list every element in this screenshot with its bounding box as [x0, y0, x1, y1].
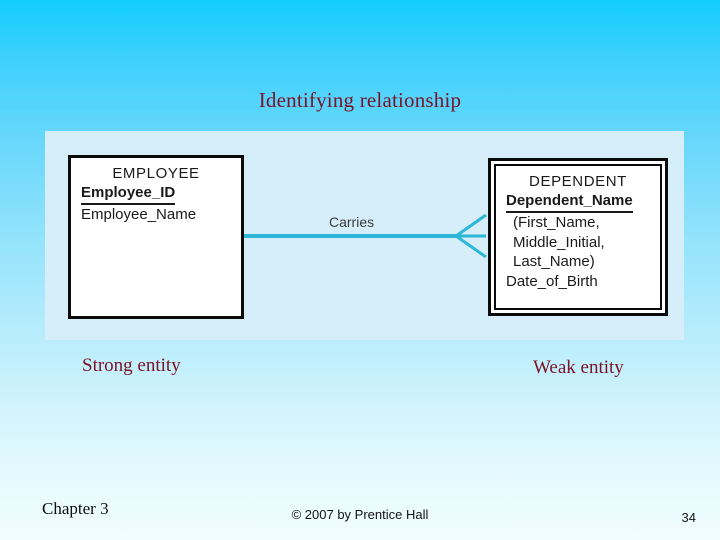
attribute-row: Last_Name) [506, 252, 660, 272]
entity-title-employee: EMPLOYEE [112, 165, 200, 182]
attribute-label: Employee_Name [81, 205, 197, 223]
caption-weak-entity: Weak entity [533, 357, 624, 378]
attribute-label: Last_Name) [513, 253, 595, 271]
attribute-row: Employee_Name [81, 205, 241, 225]
entity-title-dependent: DEPENDENT [529, 173, 627, 190]
footer-copyright: © 2007 by Prentice Hall [291, 507, 429, 522]
caption-strong-entity: Strong entity [82, 355, 181, 376]
attribute-row: Dependent_Name [506, 190, 660, 213]
attribute-row: Date_of_Birth [506, 272, 660, 292]
strong-entity-employee[interactable]: EMPLOYEE Employee_ID Employee_Name [68, 155, 244, 319]
footer-page-number: 34 [681, 510, 696, 525]
attribute-row: Employee_ID [81, 182, 241, 205]
relationship-label: Carries [329, 214, 375, 230]
footer-chapter: Chapter 3 [42, 499, 109, 518]
partial-identifier-attribute: Dependent_Name [506, 191, 633, 213]
attribute-label: Middle_Initial, [513, 233, 605, 251]
attribute-list-employee: Employee_ID Employee_Name [71, 182, 241, 225]
page-title: Identifying relationship [258, 88, 462, 112]
relationship-line [243, 234, 458, 238]
primary-key-attribute: Employee_ID [81, 183, 176, 205]
attribute-row: Middle_Initial, [506, 233, 660, 253]
weak-entity-inner-border: DEPENDENT Dependent_Name (First_Name, Mi… [494, 164, 662, 310]
attribute-list-dependent: Dependent_Name (First_Name, Middle_Initi… [496, 190, 660, 292]
weak-entity-dependent[interactable]: DEPENDENT Dependent_Name (First_Name, Mi… [488, 158, 668, 316]
attribute-row: (First_Name, [506, 213, 660, 233]
attribute-label: Date_of_Birth [506, 273, 598, 291]
attribute-label: (First_Name, [513, 213, 600, 231]
crows-foot-icon [455, 213, 487, 259]
